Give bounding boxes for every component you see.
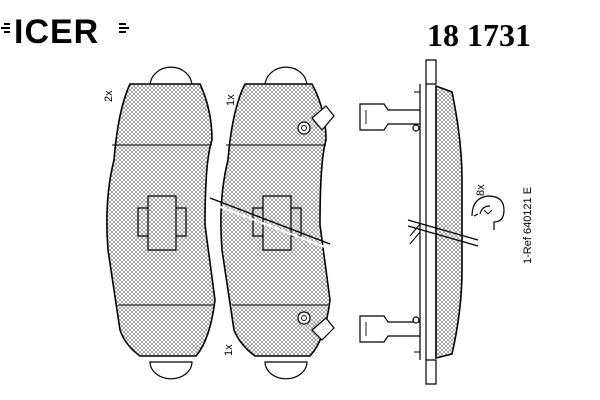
pad-mid-top-lug [264, 66, 308, 87]
clip-icon [471, 195, 505, 230]
profile-backing-plate [419, 84, 427, 360]
rivet-top [412, 124, 420, 132]
pad-mid-bottom-quantity: 1x [223, 344, 235, 356]
part-number: 18 1731 [427, 17, 531, 53]
logo-text: ICER [14, 13, 99, 51]
pad-left-friction-surface [106, 83, 216, 357]
wear-sensor-bottom [297, 311, 335, 341]
profile-section-line [407, 219, 479, 241]
profile-friction-material [435, 84, 463, 360]
pad-left-top-lug [149, 66, 193, 87]
profile-section-line-2 [407, 225, 479, 247]
pad-mid-bottom-lug [264, 361, 308, 380]
rivet-bottom [412, 316, 420, 324]
pad-left-wear-indicator [137, 195, 187, 251]
brake-pad-middle: 1x 1x [220, 66, 335, 380]
clip-bar-bottom [359, 315, 421, 343]
section-line [209, 197, 331, 245]
pad-left-quantity: 2x [103, 90, 115, 102]
retaining-clip: 8x [471, 184, 505, 230]
brake-pad-left: 2x [103, 66, 216, 380]
profile-bottom-lug [425, 359, 437, 385]
pad-mid-friction-surface [220, 83, 331, 357]
wear-sensor-top [297, 105, 335, 135]
profile-ticks [414, 91, 420, 353]
profile-top-lug [425, 59, 437, 85]
clip-detail [483, 209, 493, 215]
pad-left-bottom-lug [149, 361, 193, 380]
pad-side-profile [359, 59, 479, 385]
section-line-gap [209, 201, 331, 251]
logo-speed-lines-right [119, 23, 129, 33]
clip-quantity: 8x [475, 184, 487, 196]
pad-mid-top-quantity: 1x [225, 94, 237, 106]
profile-break-marks [409, 223, 421, 245]
icer-logo: ICER [1, 13, 129, 51]
reference-number: 1-Ref 640121 E [522, 187, 534, 264]
logo-speed-lines-left [1, 23, 10, 33]
clip-bar-top [359, 103, 421, 131]
